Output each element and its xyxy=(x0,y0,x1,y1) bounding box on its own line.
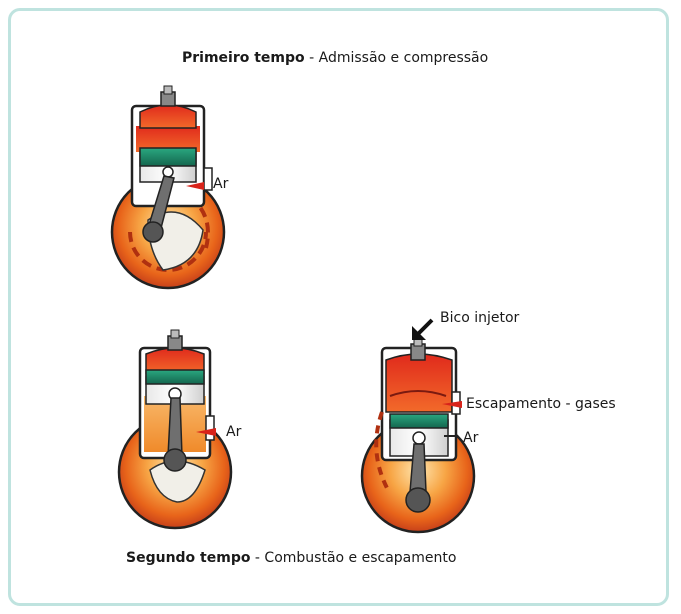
label-ar-first: Ar xyxy=(213,176,229,192)
engine-second-stroke-left xyxy=(117,329,233,530)
label-ar-second-right: Ar xyxy=(463,430,479,446)
engine-first-stroke xyxy=(110,85,226,290)
caption-second-stroke: Segundo tempo - Combustão e escapamento xyxy=(126,550,456,566)
caption-first-stroke: Primeiro tempo - Admissão e compressão xyxy=(182,50,488,66)
label-injector: Bico injetor xyxy=(440,310,520,326)
label-ar-second-left: Ar xyxy=(226,424,242,440)
caption-first-title: Primeiro tempo xyxy=(182,50,305,66)
caption-second-subtitle: - Combustão e escapamento xyxy=(250,550,457,566)
caption-first-subtitle: - Admissão e compressão xyxy=(304,50,489,66)
engine-second-stroke-right xyxy=(360,318,476,534)
caption-second-title: Segundo tempo xyxy=(126,550,251,566)
label-exhaust: Escapamento - gases xyxy=(466,396,616,412)
diagram-frame xyxy=(8,8,669,606)
